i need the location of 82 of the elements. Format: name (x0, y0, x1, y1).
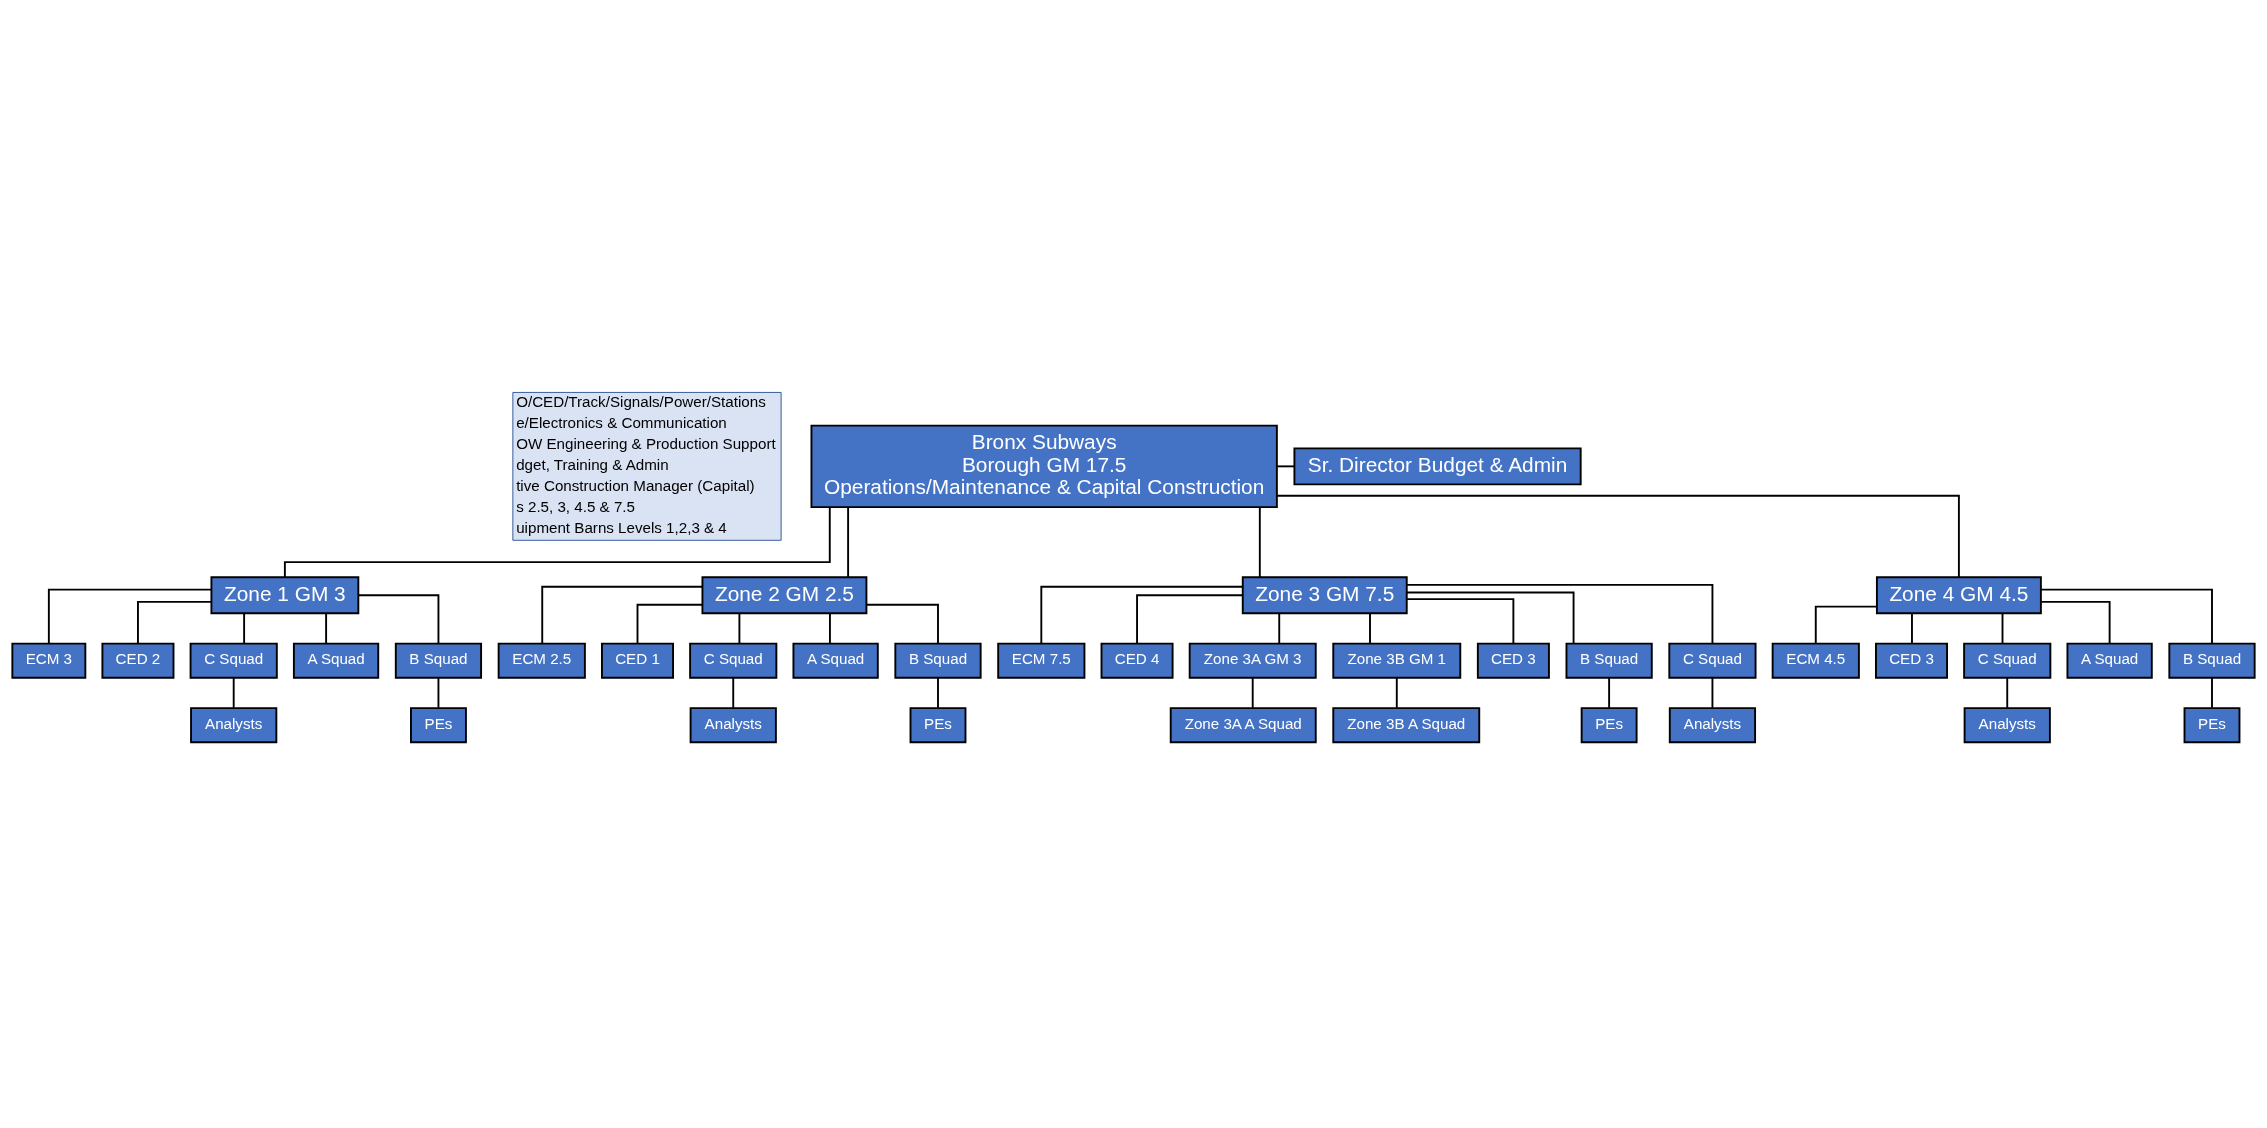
node-box: Analysts (1668, 707, 1757, 744)
node-box: Zone 3B GM 1 (1332, 642, 1462, 679)
connector (1251, 677, 1254, 709)
node-box: CED 3 (1476, 642, 1550, 679)
node-box: Zone 1 GM 3 (210, 576, 360, 615)
node-box: ECM 2.5 (497, 642, 586, 679)
node-box: ECM 3 (11, 642, 87, 679)
node-box: Analysts (190, 707, 278, 744)
connector (283, 506, 831, 579)
node-box: B Squad (894, 642, 982, 679)
node-box: CED 4 (1100, 642, 1174, 679)
connector (847, 506, 850, 578)
node-box: Bronx Subways Borough GM 17.5 Operations/Maintenance & Capital Construction (810, 424, 1278, 509)
connector (1136, 594, 1244, 645)
connector (2001, 612, 2004, 645)
connector (1369, 612, 1371, 645)
node-box: Zone 3A A Squad (1169, 707, 1317, 744)
node-box: PEs (410, 707, 467, 744)
node-box: Zone 4 GM 4.5 (1875, 576, 2042, 615)
connector (937, 677, 939, 709)
node-box: Zone 3A GM 3 (1188, 642, 1317, 679)
connector (1406, 598, 1515, 645)
connector (357, 594, 440, 645)
connector (1406, 583, 1714, 645)
node-box: A Squad (792, 642, 879, 679)
label: OW Engineering & Production Support (516, 435, 776, 453)
node-box: Zone 3 GM 7.5 (1241, 576, 1408, 615)
connector (541, 585, 704, 645)
connector (1278, 612, 1281, 645)
connector (2006, 677, 2009, 709)
connector (1040, 585, 1244, 645)
node-box: ECM 7.5 (997, 642, 1086, 679)
connector (2040, 600, 2111, 645)
node-box: Zone 3B A Squad (1332, 707, 1481, 744)
connector (437, 677, 440, 709)
connector (47, 588, 213, 645)
node-box: B Squad (2168, 642, 2256, 679)
connector (1276, 465, 1296, 468)
connector (1395, 677, 1398, 709)
label: uipment Barns Levels 1,2,3 & 4 (516, 518, 727, 536)
node-box: A Squad (292, 642, 380, 679)
connector (1258, 506, 1261, 578)
connector (137, 600, 212, 645)
label: tive Construction Manager (Capital) (516, 476, 755, 494)
node-box: Zone 2 GM 2.5 (701, 576, 868, 615)
label: s 2.5, 3, 4.5 & 7.5 (516, 497, 635, 515)
node-box: PEs (1580, 707, 1638, 744)
connector (828, 612, 831, 645)
connector (232, 677, 235, 709)
connector (1911, 612, 1913, 645)
connector (1814, 605, 1878, 645)
connector (2211, 677, 2213, 709)
connector (732, 677, 735, 709)
node-box: C Squad (689, 642, 778, 679)
node-box: C Squad (1963, 642, 2052, 679)
node-box: Sr. Director Budget & Admin (1293, 447, 1582, 486)
label: O/CED/Track/Signals/Power/Stations (516, 393, 766, 411)
node-box: Analysts (689, 707, 777, 744)
connector (1608, 677, 1611, 709)
connector (2040, 588, 2213, 645)
node-box: A Squad (2066, 642, 2153, 679)
connector (865, 603, 939, 645)
connector (243, 612, 246, 645)
connector (738, 612, 741, 645)
node-box: C Squad (1668, 642, 1757, 679)
node-box: B Squad (394, 642, 483, 679)
connector (636, 603, 704, 645)
connector (1276, 494, 1960, 578)
node-box: PEs (2183, 707, 2241, 744)
label: e/Electronics & Communication (516, 414, 727, 432)
label: dget, Training & Admin (516, 455, 669, 473)
connector (1711, 677, 1714, 709)
node-box: CED 1 (601, 642, 674, 679)
node-box: ECM 4.5 (1771, 642, 1860, 679)
node-box: Analysts (1963, 707, 2051, 744)
node-box: PEs (909, 707, 967, 744)
node-box: C Squad (189, 642, 278, 679)
connector (325, 612, 328, 645)
connector (1405, 591, 1575, 645)
node-box: B Squad (1565, 642, 1653, 679)
node-box: CED 2 (101, 642, 175, 679)
node-box: CED 3 (1875, 642, 1948, 679)
